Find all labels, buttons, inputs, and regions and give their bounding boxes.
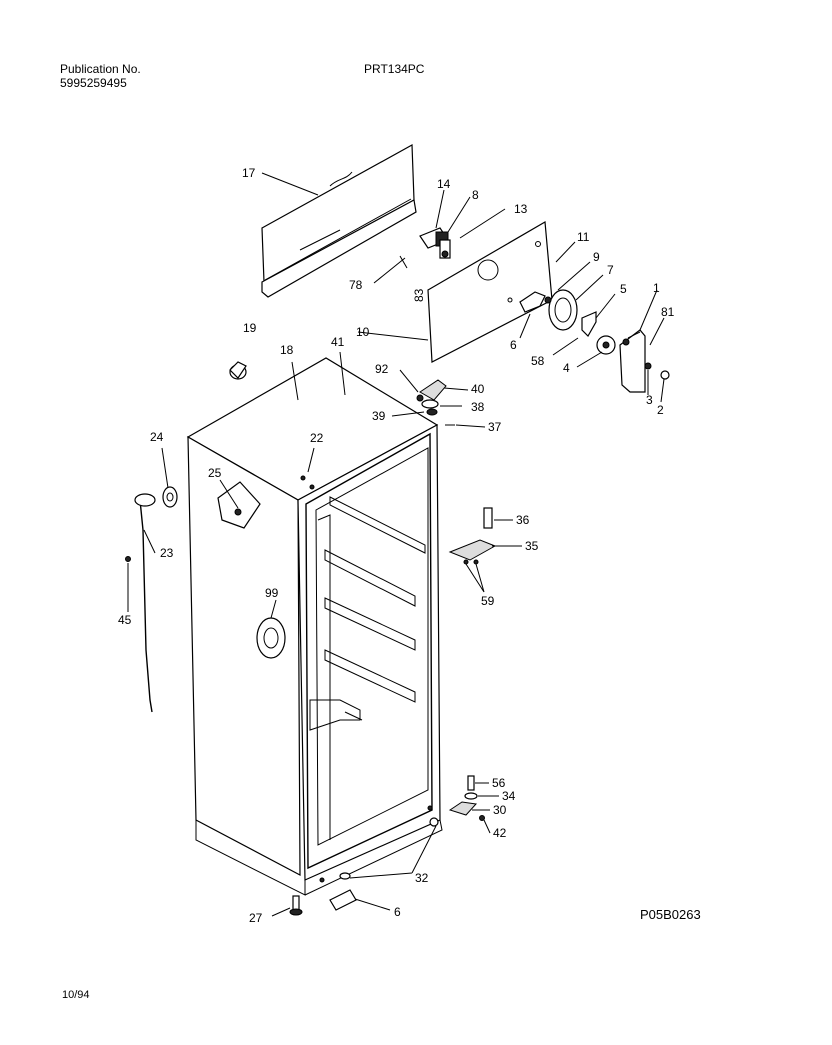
callout-39: 39 <box>372 409 386 423</box>
callout-7: 7 <box>607 263 614 277</box>
callout-34: 34 <box>502 789 516 803</box>
publication-number: 5995259495 <box>60 76 127 90</box>
callout-5: 5 <box>620 282 627 296</box>
callout-2: 2 <box>657 403 664 417</box>
callout-24: 24 <box>150 430 164 444</box>
callout-14: 14 <box>437 177 451 191</box>
callout-30: 30 <box>493 803 507 817</box>
leader-lines <box>127 172 665 917</box>
callout-35: 35 <box>525 539 539 553</box>
callout-6-fan: 6 <box>510 338 517 352</box>
callout-18: 18 <box>280 343 294 357</box>
callout-42: 42 <box>493 826 507 840</box>
refrigerator-cabinet <box>186 357 443 896</box>
fan-motor-assembly <box>519 289 670 393</box>
model-number: PRT134PC <box>364 62 425 76</box>
callout-58: 58 <box>531 354 545 368</box>
callout-4: 4 <box>563 361 570 375</box>
callout-99: 99 <box>265 586 279 600</box>
bottom-hinge-parts <box>448 775 485 821</box>
callout-40: 40 <box>471 382 485 396</box>
leveling-leg-and-grille <box>289 889 357 916</box>
callout-labels: 17 14 8 13 11 9 7 5 1 81 78 83 10 6 58 4… <box>118 166 675 925</box>
callout-22: 22 <box>310 431 324 445</box>
callout-37: 37 <box>488 420 502 434</box>
callout-32: 32 <box>415 871 429 885</box>
top-cover-panel <box>261 144 417 298</box>
drain-tube-assembly <box>125 486 178 713</box>
callout-10: 10 <box>356 325 370 339</box>
lower-hinge-parts <box>448 507 497 565</box>
callout-45: 45 <box>118 613 132 627</box>
callout-41: 41 <box>331 335 345 349</box>
callout-11: 11 <box>577 230 590 244</box>
callout-8: 8 <box>472 188 479 202</box>
callout-36: 36 <box>516 513 530 527</box>
grommet-99 <box>256 617 286 659</box>
callout-92: 92 <box>375 362 389 376</box>
callout-9: 9 <box>593 250 600 264</box>
bracket-assembly <box>419 227 451 259</box>
publication-label: Publication No. <box>60 62 141 76</box>
callout-25: 25 <box>208 466 222 480</box>
callout-59: 59 <box>481 594 495 608</box>
callout-1: 1 <box>653 281 660 295</box>
top-hinge-parts <box>416 379 455 426</box>
callout-13: 13 <box>514 202 528 216</box>
callout-3: 3 <box>646 393 653 407</box>
callout-78: 78 <box>349 278 363 292</box>
callout-56: 56 <box>492 776 506 790</box>
callout-17: 17 <box>242 166 256 180</box>
callout-6-grille: 6 <box>394 905 401 919</box>
callout-23: 23 <box>160 546 174 560</box>
callout-81: 81 <box>661 305 675 319</box>
callout-38: 38 <box>471 400 485 414</box>
callout-83: 83 <box>412 288 426 302</box>
callout-19: 19 <box>243 321 257 335</box>
diagram-code: P05B0263 <box>640 907 701 922</box>
revision-date: 10/94 <box>62 989 90 1001</box>
callout-27: 27 <box>249 911 263 925</box>
